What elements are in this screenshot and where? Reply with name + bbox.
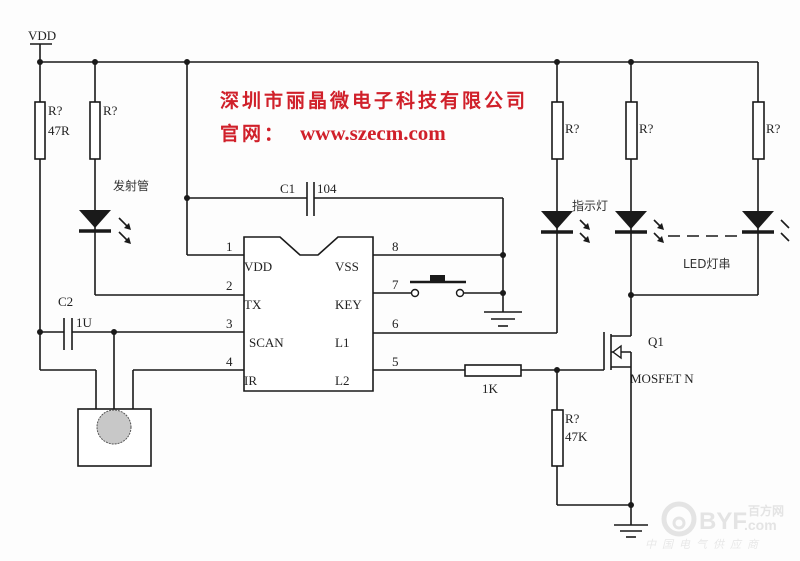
pin-num: 4 bbox=[226, 354, 233, 369]
junction bbox=[37, 329, 43, 335]
indicator-led bbox=[541, 211, 573, 229]
company-title: 深圳市丽晶微电子科技有限公司 bbox=[220, 89, 528, 112]
resistor-1k bbox=[464, 364, 522, 377]
r1-value: 47R bbox=[48, 123, 70, 138]
q1-type: MOSFET N bbox=[630, 371, 694, 386]
r3-ref: R? bbox=[565, 121, 580, 136]
r-gate-value: 1K bbox=[482, 381, 499, 396]
pin-num: 8 bbox=[392, 239, 399, 254]
r1-ref: R? bbox=[48, 103, 63, 118]
pin-name: L2 bbox=[335, 373, 349, 388]
pin-name: TX bbox=[244, 297, 262, 312]
pin-name: SCAN bbox=[249, 335, 284, 350]
watermark-slogan: 中国电气供应商 bbox=[645, 538, 764, 551]
ground-icon bbox=[484, 311, 522, 327]
pin-name: IR bbox=[244, 373, 257, 388]
watermark-brand: BYF bbox=[699, 508, 747, 535]
led-arrows-icon bbox=[780, 219, 790, 242]
junction bbox=[628, 292, 634, 298]
c2-ref: C2 bbox=[58, 294, 73, 309]
r6-value: 47K bbox=[565, 429, 588, 444]
led-string-led-n bbox=[742, 211, 774, 229]
indicator-arrows-icon bbox=[579, 219, 590, 243]
pin-name: KEY bbox=[335, 297, 362, 312]
led-string-label: LED灯串 bbox=[683, 257, 731, 271]
emitter-arrows-icon bbox=[118, 217, 131, 244]
push-button-switch bbox=[410, 275, 466, 298]
q1-ref: Q1 bbox=[648, 334, 664, 349]
website-label: 官网： bbox=[220, 122, 286, 145]
resistor-r4 bbox=[625, 101, 638, 160]
pin-num: 3 bbox=[226, 316, 233, 331]
pin-num: 1 bbox=[226, 239, 233, 254]
watermark-domain: .com bbox=[744, 517, 777, 533]
r6-ref: R? bbox=[565, 411, 580, 426]
pin-name: VSS bbox=[335, 259, 359, 274]
led-arrows-icon bbox=[653, 219, 664, 243]
r5-ref: R? bbox=[766, 121, 781, 136]
sensor-lens bbox=[96, 409, 132, 445]
watermark-brand-cn: 百方网 bbox=[748, 503, 784, 518]
c2-value: 1U bbox=[76, 315, 93, 330]
junction bbox=[500, 290, 506, 296]
pin-num: 6 bbox=[392, 316, 399, 331]
indicator-label: 指示灯 bbox=[572, 198, 608, 213]
resistor-r5 bbox=[752, 101, 765, 160]
vdd-label: VDD bbox=[28, 28, 56, 43]
led-string-led-1 bbox=[615, 211, 647, 229]
emitter-label: 发射管 bbox=[113, 178, 149, 193]
c1-ref: C1 bbox=[280, 181, 295, 196]
pin-name: L1 bbox=[335, 335, 349, 350]
mosfet-q1 bbox=[603, 332, 632, 370]
pin-num: 2 bbox=[226, 278, 233, 293]
resistor-r6 bbox=[551, 409, 564, 467]
r4-ref: R? bbox=[639, 121, 654, 136]
pin-num: 5 bbox=[392, 354, 399, 369]
resistor-r2 bbox=[89, 101, 101, 160]
emitter-led bbox=[79, 210, 111, 228]
pin-num: 7 bbox=[392, 277, 399, 292]
website-url: www.szecm.com bbox=[300, 121, 446, 145]
pin-name: VDD bbox=[244, 259, 272, 274]
r2-ref: R? bbox=[103, 103, 118, 118]
ic-chip bbox=[243, 236, 374, 392]
ground-icon bbox=[614, 524, 648, 538]
junction bbox=[500, 252, 506, 258]
c1-value: 104 bbox=[317, 181, 337, 196]
resistor-r3 bbox=[551, 101, 564, 160]
watermark-logo bbox=[661, 501, 697, 537]
resistor-r1 bbox=[34, 101, 46, 160]
